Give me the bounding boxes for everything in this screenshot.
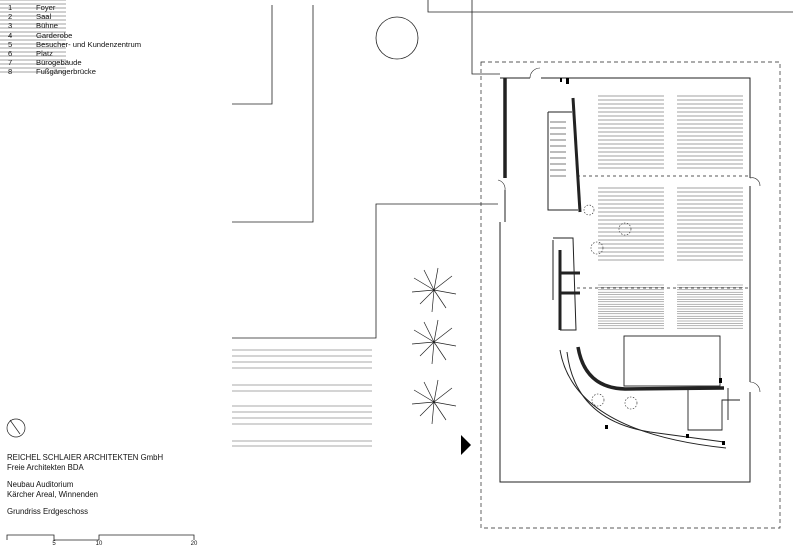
legend-item: 4 Garderobe bbox=[8, 31, 141, 40]
tree-icon bbox=[411, 267, 457, 313]
seat-block bbox=[597, 95, 665, 169]
scale-label: 10 bbox=[95, 541, 103, 547]
legend-item: 2 Saal bbox=[8, 12, 141, 21]
legend-item: 3 Bühne bbox=[8, 21, 141, 30]
legend-number: 6 bbox=[8, 49, 13, 59]
tree-icon bbox=[411, 319, 457, 365]
scale-label: 5 bbox=[52, 541, 56, 547]
legend-item: 5 Besucher- und Kundenzentrum bbox=[8, 40, 141, 49]
entrance-arrow-icon bbox=[461, 435, 471, 455]
neighbour-building-outline bbox=[232, 5, 314, 223]
service-room bbox=[623, 335, 721, 387]
stage-wall bbox=[571, 97, 582, 213]
seat-block bbox=[597, 187, 665, 261]
legend-item: 6 Platz bbox=[8, 49, 141, 58]
legend-label: Foyer bbox=[36, 3, 56, 12]
seat-block bbox=[676, 95, 744, 169]
scale-labels: 5 10 20 bbox=[0, 541, 220, 549]
sheet-title: Grundriss Erdgeschoss bbox=[7, 507, 89, 517]
legend-item: 1 Foyer bbox=[8, 3, 141, 12]
site-boundary-line bbox=[471, 0, 500, 75]
seat-block bbox=[676, 284, 744, 329]
legend-label: Saal bbox=[36, 12, 52, 22]
seat-block bbox=[597, 284, 665, 329]
project-name: Neubau Auditorium bbox=[7, 480, 74, 490]
curved-foyer-wall bbox=[576, 346, 725, 391]
neighbour-building-outline bbox=[232, 5, 273, 105]
auditorium-seating bbox=[0, 0, 744, 329]
project-location: Kärcher Areal, Winnenden bbox=[7, 489, 99, 499]
title-block: REICHEL SCHLAIER ARCHITEKTEN GmbH Freie … bbox=[7, 453, 163, 517]
tree-icon bbox=[411, 379, 457, 425]
exterior-wall bbox=[499, 222, 751, 483]
legend-label: Garderobe bbox=[36, 30, 73, 40]
legend-label: Besucher- und Kundenzentrum bbox=[36, 39, 142, 49]
legend-number: 4 bbox=[8, 30, 13, 40]
round-pavilion bbox=[375, 16, 419, 60]
seat-block bbox=[676, 187, 744, 261]
legend-label: Bürogebäude bbox=[36, 58, 82, 68]
pedestrian-bridge-lines bbox=[232, 349, 372, 447]
site-boundary-line bbox=[232, 203, 498, 339]
property-dashed-boundary bbox=[480, 61, 781, 529]
stair bbox=[550, 121, 566, 177]
legend-number: 5 bbox=[8, 39, 13, 49]
scale-label: 20 bbox=[190, 541, 198, 547]
office-name: REICHEL SCHLAIER ARCHITEKTEN GmbH bbox=[7, 453, 164, 462]
legend-number: 1 bbox=[8, 3, 13, 12]
north-arrow-icon bbox=[6, 418, 26, 438]
legend-number: 3 bbox=[8, 21, 13, 31]
legend-item: 7 Bürogebäude bbox=[8, 58, 141, 67]
legend-number: 2 bbox=[8, 12, 13, 22]
legend-label: Bühne bbox=[36, 21, 58, 31]
site-boundary-line bbox=[427, 0, 793, 13]
office-subtitle: Freie Architekten BDA bbox=[7, 462, 84, 472]
legend-number: 7 bbox=[8, 58, 13, 68]
scale-bar bbox=[6, 534, 195, 541]
legend-label: Platz bbox=[36, 49, 53, 59]
